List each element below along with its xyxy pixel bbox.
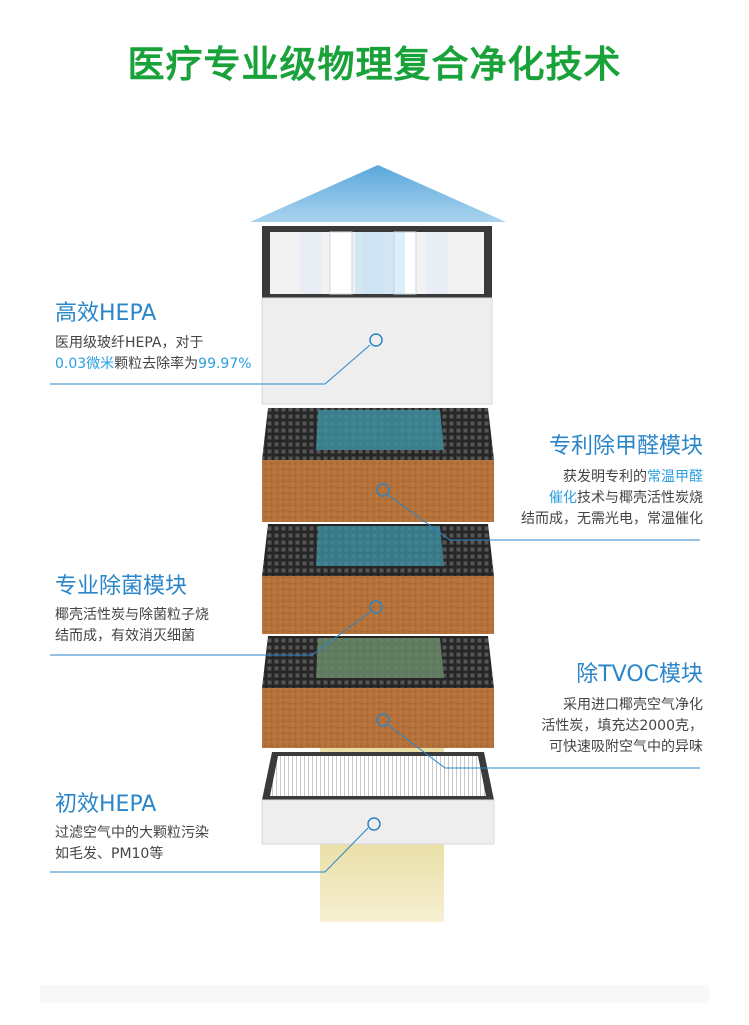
formaldehyde-desc-line3: 结而成，无需光电，常温催化 (521, 511, 703, 527)
formaldehyde-desc-line2: 催化技术与椰壳活性炭烧 (521, 488, 703, 509)
tvoc-desc-line2: 活性炭，填充达2000克， (541, 718, 703, 734)
hepa-desc-line1: 医用级玻纤HEPA，对于 (55, 335, 204, 351)
hepa-desc-line2: 0.03微米颗粒去除率为99.97% (55, 354, 252, 375)
pre-hepa-desc-line1: 过滤空气中的大颗粒污染 (55, 825, 209, 841)
tvoc-label: 除TVOC模块 (576, 662, 703, 687)
formaldehyde-module (262, 408, 494, 522)
airflow-column (320, 830, 444, 922)
pre-hepa-desc-line2: 如毛发、PM10等 (55, 846, 164, 862)
callout-lines (50, 344, 700, 873)
formaldehyde-desc-line1: 获发明专利的常温甲醛 (521, 467, 703, 488)
formaldehyde-label: 专利除甲醛模块 (548, 434, 703, 459)
pre-hepa-label: 初效HEPA (55, 792, 157, 817)
airflow-arrow-icon (250, 165, 506, 222)
pre-hepa-filter (261, 752, 495, 845)
formaldehyde-desc-post: 技术与椰壳活性炭烧 (577, 490, 703, 506)
antibacterial-module (262, 524, 494, 634)
hepa-desc-mid: 颗粒去除率为 (114, 356, 199, 372)
antibacterial-label: 专业除菌模块 (55, 574, 188, 599)
antibacterial-desc-line1: 椰壳活性炭与除菌粒子烧 (55, 607, 209, 623)
formaldehyde-description: 获发明专利的常温甲醛 催化技术与椰壳活性炭烧 结而成，无需光电，常温催化 (521, 467, 703, 530)
hepa-hl-size: 0.03微米 (55, 356, 115, 372)
tvoc-desc-line1: 采用进口椰壳空气净化 (563, 697, 703, 713)
tvoc-module (262, 636, 494, 748)
hepa-description: 医用级玻纤HEPA，对于 0.03微米颗粒去除率为99.97% (55, 333, 252, 375)
hepa-top-box (261, 226, 493, 405)
page-title: 医疗专业级物理复合净化技术 (127, 43, 622, 86)
pre-hepa-description: 过滤空气中的大颗粒污染 如毛发、PM10等 (55, 823, 209, 865)
tvoc-description: 采用进口椰壳空气净化 活性炭，填充达2000克， 可快速吸附空气中的异味 (541, 695, 703, 758)
hepa-hl-rate: 99.97% (198, 356, 252, 372)
formaldehyde-hl-2: 催化 (549, 490, 577, 506)
antibacterial-desc-line2: 结而成，有效消灭细菌 (55, 628, 195, 644)
tvoc-desc-line3: 可快速吸附空气中的异味 (549, 739, 703, 755)
hepa-label: 高效HEPA (55, 301, 157, 326)
antibacterial-description: 椰壳活性炭与除菌粒子烧 结而成，有效消灭细菌 (55, 605, 209, 647)
formaldehyde-desc-pre: 获发明专利的 (563, 469, 647, 485)
formaldehyde-hl-1: 常温甲醛 (647, 469, 703, 485)
